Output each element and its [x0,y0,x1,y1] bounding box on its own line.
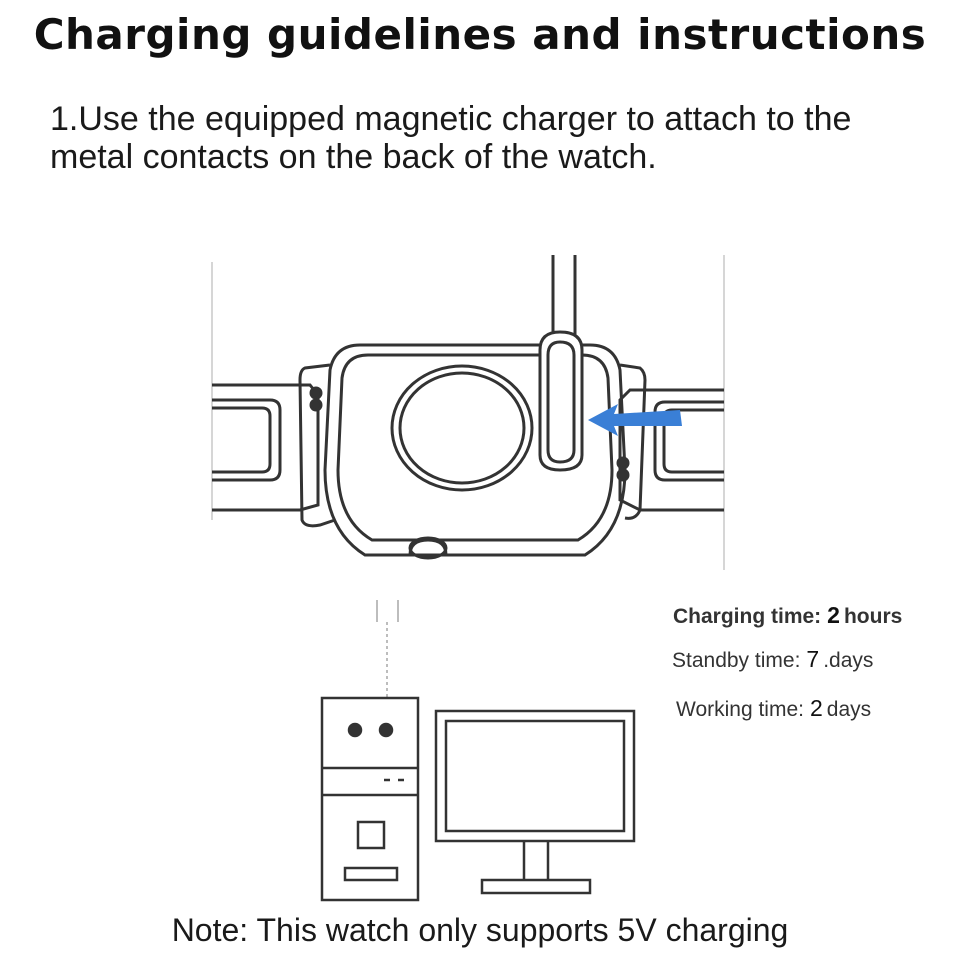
instruction-line-2: metal contacts on the back of the watch. [50,138,657,176]
watch-back-icon [298,343,647,560]
magnetic-charger-icon [538,255,584,472]
strap-left [212,383,320,512]
monitor-icon [434,709,636,895]
working-time-unit: days [826,698,872,721]
working-time-value: 2 [809,695,823,721]
instruction-line-1: 1.Use the equipped magnetic charger to a… [50,100,852,138]
computer-tower-icon [320,696,420,902]
working-time-label: Working time: [676,698,804,721]
standby-time-spec: Standby time:7.days [672,646,873,673]
charging-time-label: Charging time: [673,605,822,628]
charging-time-value: 2 [827,602,840,628]
strap-right [618,388,724,512]
usb-cable [376,600,399,698]
standby-time-label: Standby time: [672,649,801,672]
page-title: Charging guidelines and instructions [33,10,927,59]
arrow-icon [588,404,682,436]
standby-time-value: 7 [806,646,820,672]
standby-time-unit: .days [823,649,874,672]
charging-time-unit: hours [843,605,903,628]
instruction-step-1: 1.Use the equipped magnetic charger to a… [50,100,930,176]
charging-note: Note: This watch only supports 5V chargi… [171,912,789,948]
